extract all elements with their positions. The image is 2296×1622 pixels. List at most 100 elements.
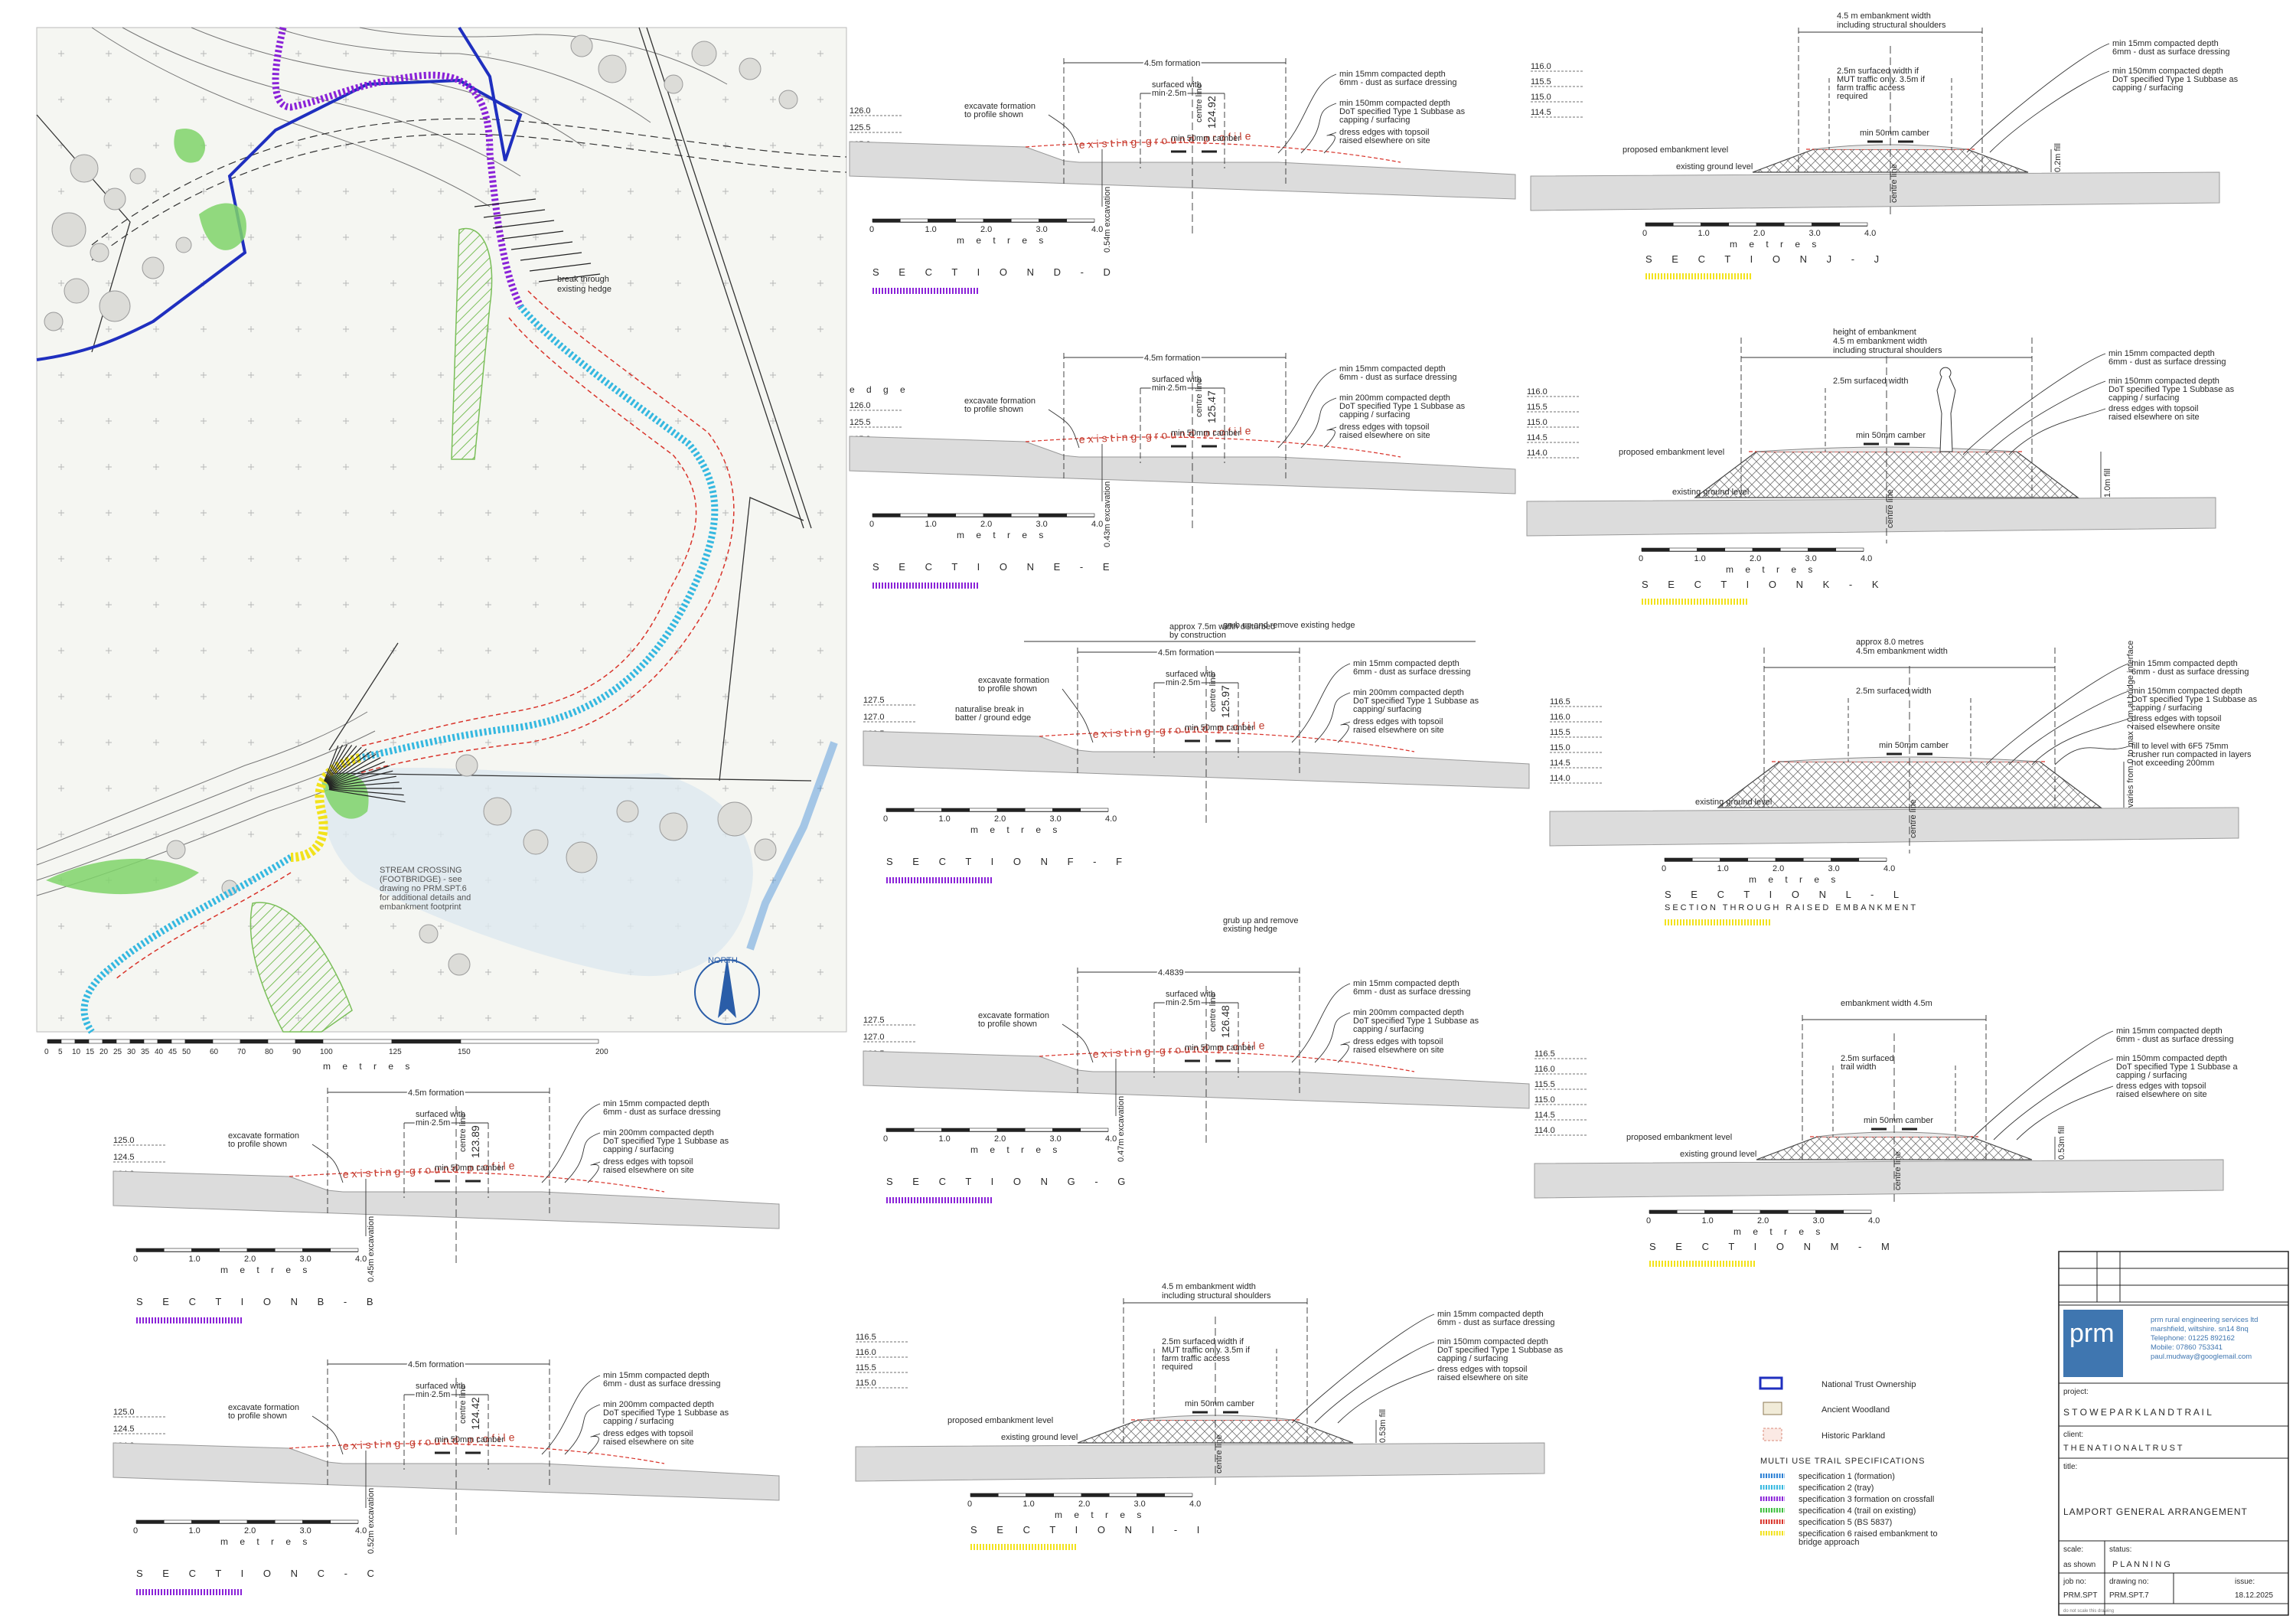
scale-tick: 2.0 [980,225,992,234]
scale-tick: 1.0 [925,225,937,234]
spec-note: capping / surfacing [603,1145,673,1154]
spec-note: DoT specified Type 1 Subbase as [1339,107,1466,116]
scale-unit: m e t r e s [1726,564,1817,575]
plan-scale-tick: 10 [72,1048,81,1056]
surfaced-width: required [1162,1363,1192,1372]
spec-note: 6mm - dust as surface dressing [2131,667,2249,677]
spec-note: DoT specified Type 1 Subbase as [2131,695,2258,704]
spec-note: capping / surfacing [2131,703,2202,713]
job-label: job no: [2063,1578,2086,1586]
scale-label: scale: [2063,1545,2083,1554]
formation-width: 4.5m formation [1144,354,1200,363]
tree [166,840,186,860]
svg-text:Telephone: 01225 892162: Telephone: 01225 892162 [2151,1334,2235,1343]
surfaced-width: trail width [1841,1062,1876,1072]
scale-tick: 4.0 [1189,1500,1201,1509]
tree [129,168,146,184]
legend: National Trust Ownership Ancient Woodlan… [1759,1376,1938,1547]
excavation-depth: 0.45m excavation [367,1216,376,1282]
scale-unit: m e t r e s [1055,1509,1146,1520]
legend-spec-label: specification 4 (trail on existing) [1799,1506,1916,1516]
prm-logo [2063,1310,2123,1377]
surfaced-width: min 2.5m [1152,383,1186,393]
spec-note: dress edges with topsoil [1353,717,1443,726]
north-arrow-icon: NORTH [694,956,760,1025]
excavate-note: excavate formation [228,1131,299,1141]
scale-tick: 3.0 [1050,1134,1062,1144]
ground-profile [849,436,1516,494]
spec-note: min 200mm compacted depth [603,1400,714,1409]
fill-depth: 1.0m fill [2103,468,2112,498]
scale-tick: 0 [883,814,888,824]
existing-ground-level: existing ground level [1676,162,1753,171]
plan-scale-tick: 50 [182,1048,191,1056]
issue-label: issue: [2235,1578,2255,1586]
tree [778,90,798,109]
logo-text: prm [2069,1319,2115,1348]
level-label: 115.0 [1527,418,1548,427]
camber-label: min 50mm camber [1185,1043,1254,1053]
centre-line-level: 126.48 [1219,1005,1231,1038]
scale-tick: 2.0 [244,1255,256,1264]
legend-spec-label: bridge approach [1799,1538,1860,1547]
grub-note: grub up and remove [1223,916,1298,925]
existing-ground [1530,171,2220,211]
ground-profile [113,1170,780,1229]
spec-note: 6mm - dust as surface dressing [2108,357,2226,367]
existing-ground-level: existing ground level [1001,1433,1078,1442]
national-trust-boundary [36,26,523,361]
level-label: 116.0 [856,1348,876,1357]
spec-note: capping / surfacing [1339,116,1410,125]
surfaced-width: 2.5m surfaced width [1856,687,1931,696]
level-label: 116.0 [1534,1065,1555,1074]
spec-note: min 150mm compacted depth [1437,1337,1548,1346]
scale-tick: 2.0 [994,1134,1006,1144]
scale-tick: 0 [1642,229,1647,238]
embankment-width: including structural shoulders [1833,346,1942,355]
level-label: 115.5 [1550,728,1570,737]
surfaced-width: required [1837,92,1867,101]
level-label: 116.0 [1550,713,1570,722]
scale-unit: m e t r e s [1749,874,1840,885]
embankment-level: proposed embankment level [947,1416,1053,1425]
scale-tick: 0 [869,520,874,529]
tree [90,243,109,263]
legend-nt-swatch [1759,1376,1783,1390]
tree [64,278,90,304]
camber-label: min 50mm camber [1171,134,1241,143]
scale-tick: 4.0 [1105,814,1117,824]
edge-label: e d g e [850,384,910,395]
excavate-note: to profile shown [228,1411,287,1421]
scale-tick: 0 [1662,864,1666,873]
spec-note: 6mm - dust as surface dressing [1339,78,1456,87]
plan-scale-tick: 5 [58,1048,63,1056]
section-title: S E C T I O N F - F [886,856,1130,867]
title-label: title: [2063,1463,2077,1471]
boundary-lines [36,27,812,782]
level-label: 116.5 [856,1333,876,1342]
scale-tick: 4.0 [355,1526,367,1536]
scale-unit: m e t r e s [220,1265,311,1275]
section-title: S E C T I O N B - B [136,1296,382,1307]
pond [324,767,753,977]
spec-note: capping / surfacing [1353,1025,1424,1034]
section-title: S E C T I O N D - D [872,266,1119,278]
scale-tick: 4.0 [355,1255,367,1264]
tree [103,188,126,211]
level-label: 114.0 [1550,774,1570,783]
surfaced-width: surfaced with [1166,990,1215,999]
tree [51,212,86,247]
spec-note: min 15mm compacted depth [2116,1026,2223,1036]
camber-label: min 50mm camber [1864,1116,1933,1125]
grub-note: existing hedge [1223,925,1277,934]
level-label: 124.5 [113,1425,135,1434]
level-label: 127.0 [863,1033,885,1042]
formation-width: 4.5m formation [1144,59,1200,68]
level-label: 126.0 [850,401,871,410]
